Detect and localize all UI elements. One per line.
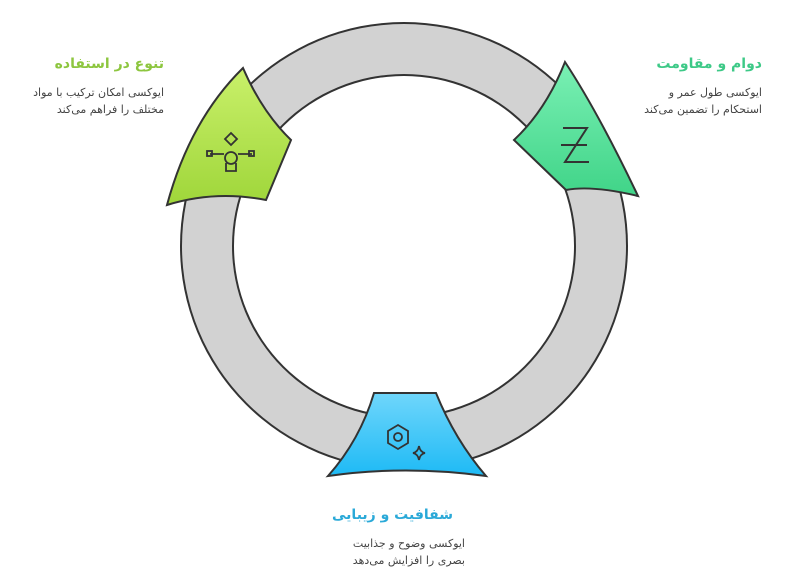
segment-clarity[interactable] — [325, 392, 489, 478]
item-title: تنوع در استفاده — [54, 56, 164, 72]
item-desc-line: استحکام را تضمین می‌کند — [644, 103, 762, 116]
item-title: شفافیت و زیبایی — [332, 507, 453, 523]
item-title: دوام و مقاومت — [656, 56, 762, 72]
item-desc-line: ایوکسی طول عمر و — [668, 86, 762, 99]
ring — [180, 22, 628, 470]
item-desc-line: مختلف را فراهم می‌کند — [56, 103, 164, 116]
segment-durability[interactable] — [512, 59, 640, 198]
item-clarity: شفافیت و زیبایی ایوکسی وضوح و جذابیت بصر… — [320, 507, 465, 569]
pen-tool-icon — [206, 131, 255, 172]
item-durability: دوام و مقاومت ایوکسی طول عمر و استحکام ر… — [622, 56, 762, 118]
item-desc-line: ایوکسی امکان ترکیب با مواد — [33, 86, 164, 99]
durability-icon — [561, 127, 589, 163]
item-versatility: تنوع در استفاده ایوکسی امکان ترکیب با مو… — [0, 56, 164, 118]
segment-versatility[interactable] — [165, 66, 293, 207]
item-desc-line: ایوکسی وضوح و جذابیت — [352, 537, 465, 550]
item-desc-line: بصری را افزایش می‌دهد — [352, 554, 465, 567]
clarity-icon — [387, 423, 426, 461]
